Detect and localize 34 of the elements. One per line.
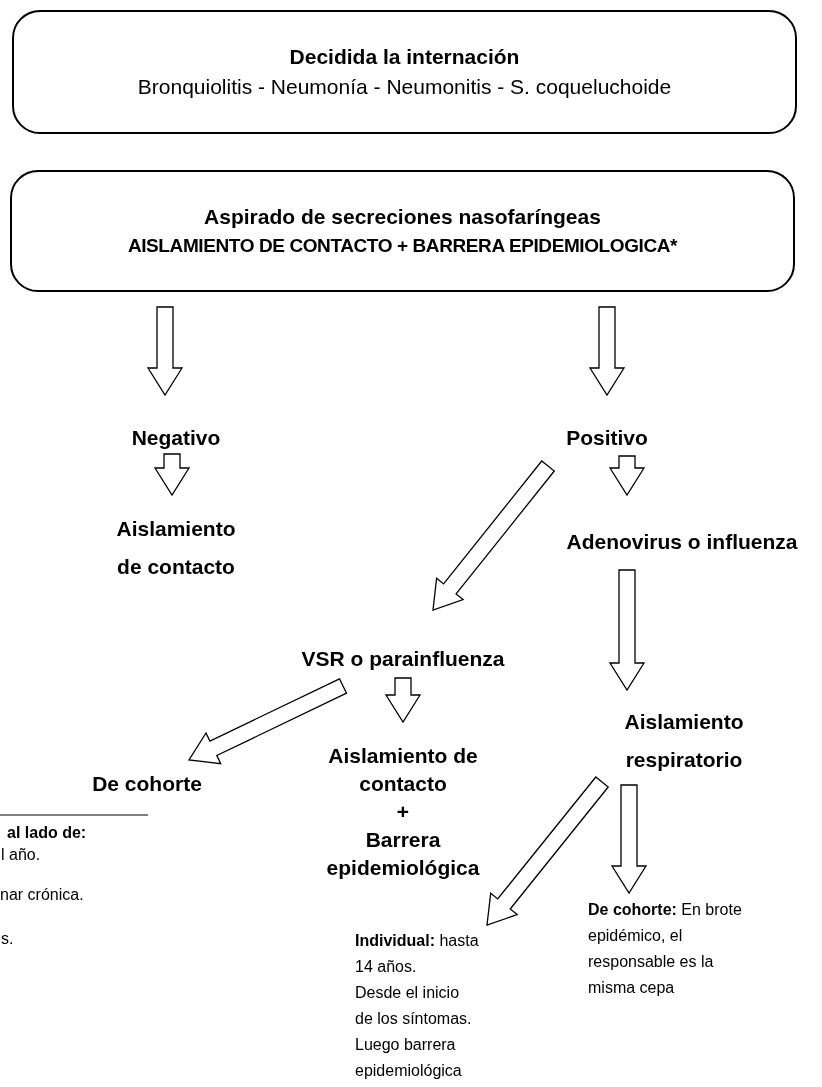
step-label: Positivo [565, 425, 649, 451]
process-box [10, 170, 795, 292]
note-text: De cohorte: En brote epidémico, el responsable es la misma cepa [588, 900, 743, 998]
step-label: VSR o parainfluenza [300, 646, 506, 672]
block-arrow [153, 453, 191, 497]
process-box [12, 10, 797, 134]
step-label: Barrera epidemiológica [325, 827, 481, 881]
box-text: AISLAMIENTO DE CONTACTO + BARRERA EPIDEMIOLOGICA* [127, 234, 678, 259]
step-label: Aislamiento respiratorio [623, 709, 745, 773]
block-arrow [486, 776, 610, 926]
note-text: Luego barrera epidemiológica [355, 1035, 463, 1081]
box-heading: Aspirado de secreciones nasofaríngeas [204, 204, 601, 230]
block-arrow [610, 784, 648, 895]
note-text: Individual: hasta 14 años. [355, 931, 480, 977]
step-label: + [395, 799, 411, 825]
step-label: Negativo [130, 425, 222, 451]
block-arrow [384, 677, 422, 724]
step-label: Aislamiento de contacto [327, 743, 479, 797]
step-label: De cohorte [91, 771, 203, 797]
block-arrow [588, 306, 626, 397]
note-text: Desde el inicio de los síntomas. [355, 983, 473, 1029]
block-arrow [187, 677, 348, 765]
block-arrow [432, 460, 556, 611]
footnote-text: al lado de: [7, 824, 87, 842]
block-arrow [146, 306, 184, 397]
footnote-text: s. [1, 930, 14, 948]
box-text: Bronquiolitis - Neumonía - Neumonitis - S. coqueluchoide [137, 74, 672, 100]
step-label: Adenovirus o influenza [565, 529, 799, 555]
block-arrow [608, 569, 646, 692]
step-label: Aislamiento de contacto [115, 516, 237, 580]
footnote-text: l año. [1, 846, 41, 864]
footnote-text: nar crónica. [0, 886, 84, 904]
box-heading: Decidida la internación [289, 43, 520, 70]
block-arrow [608, 455, 646, 497]
